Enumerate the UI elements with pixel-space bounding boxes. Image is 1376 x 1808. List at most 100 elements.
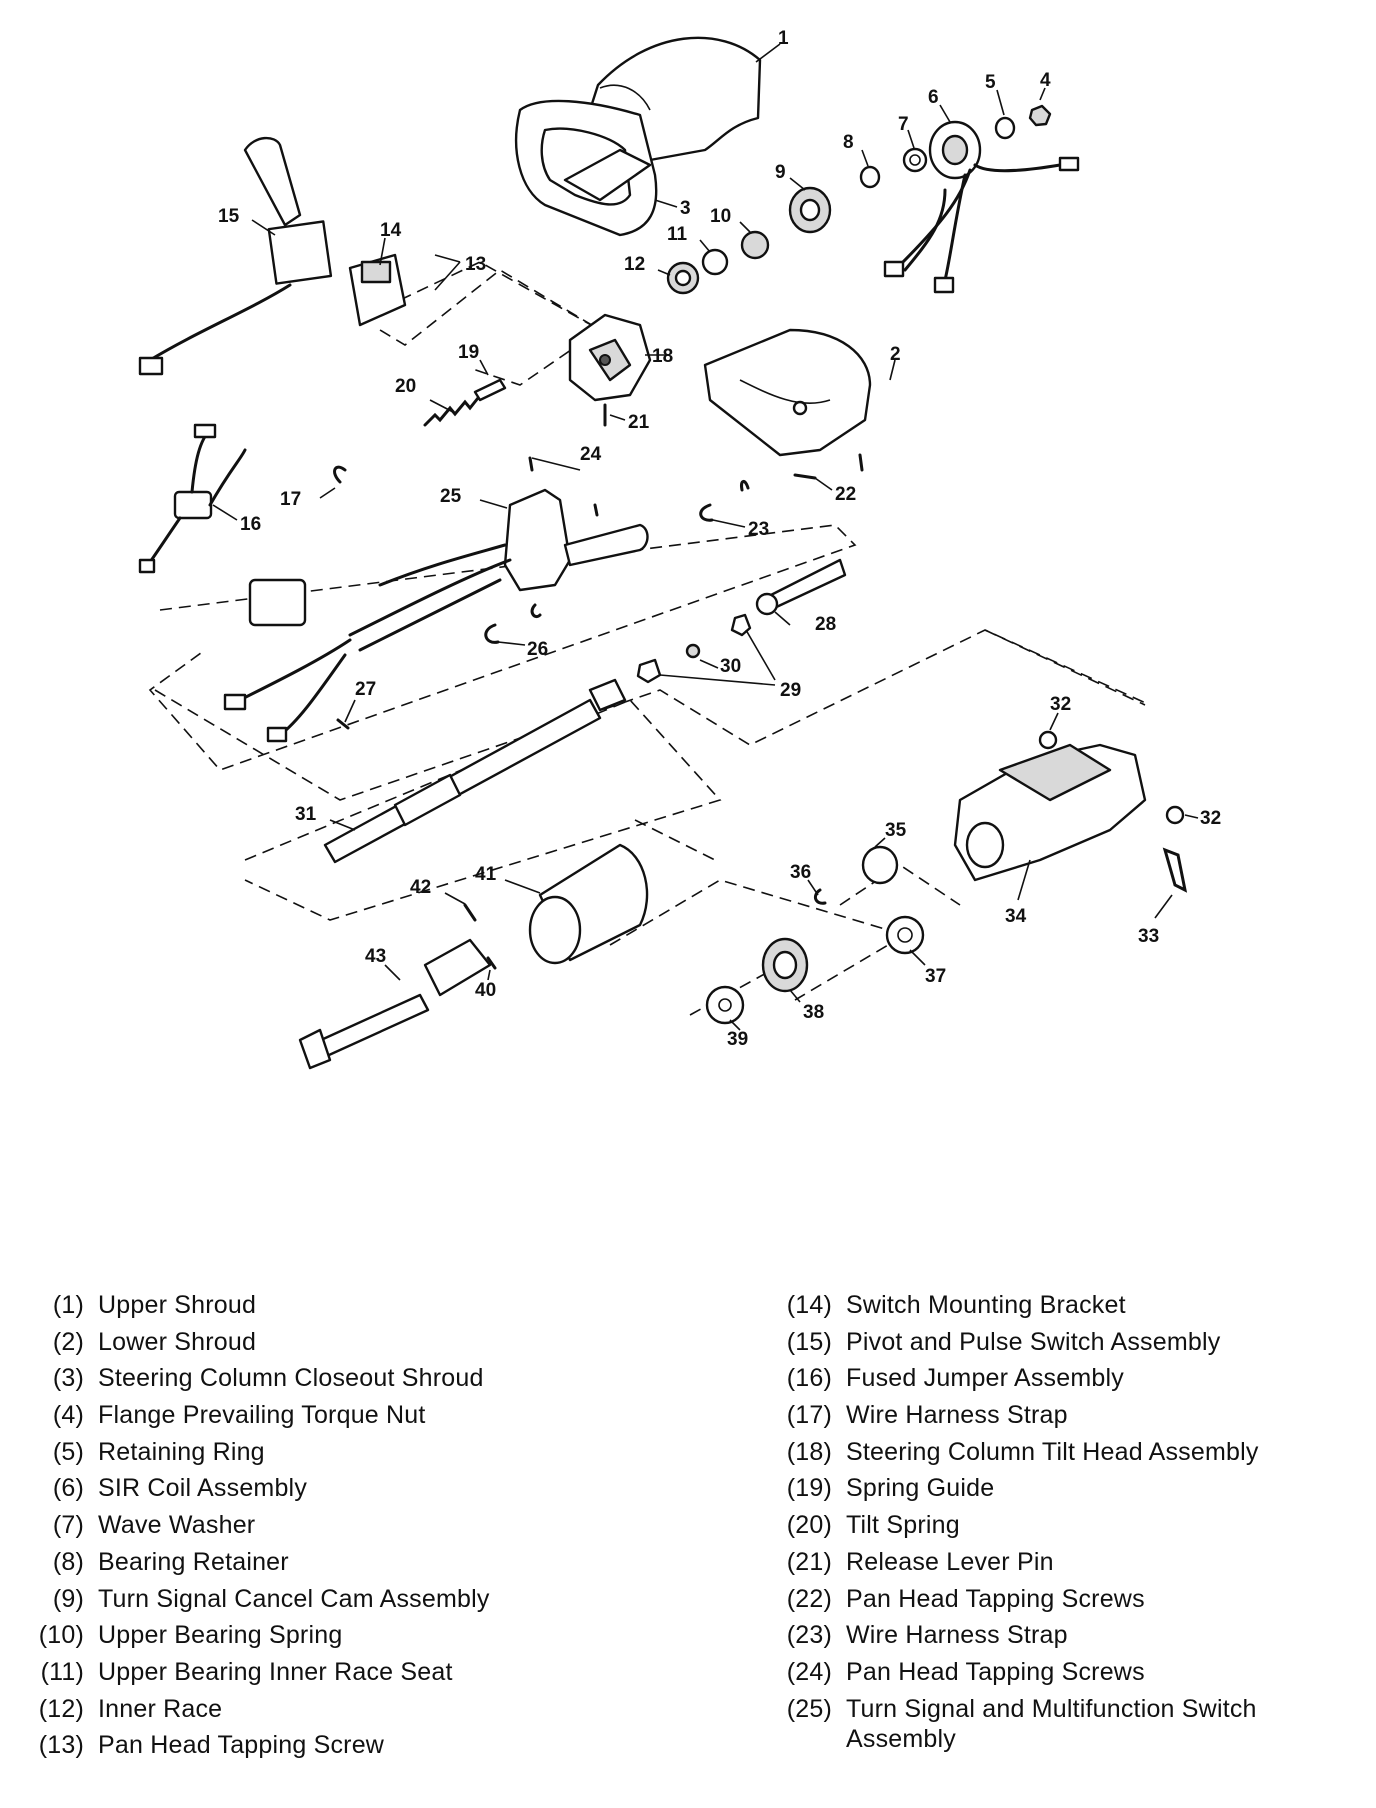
callout-14: 14 bbox=[380, 220, 402, 241]
callout-2: 2 bbox=[890, 344, 901, 365]
legend-description: SIR Coil Assembly bbox=[98, 1474, 308, 1503]
legend-description: Upper Shroud bbox=[98, 1291, 257, 1319]
callout-6: 6 bbox=[928, 87, 939, 108]
legend-number: (15) bbox=[786, 1327, 832, 1356]
part-wire-harness-strap-26 bbox=[484, 603, 542, 644]
part-item-39 bbox=[705, 985, 745, 1025]
callout-30: 30 bbox=[720, 656, 741, 677]
part-item-28 bbox=[755, 558, 847, 616]
legend-description: Wire Harness Strap bbox=[846, 1621, 1068, 1650]
callout-39: 39 bbox=[727, 1029, 748, 1050]
legend-description: Fused Jumper Assembly bbox=[846, 1364, 1124, 1393]
callout-36: 36 bbox=[790, 862, 811, 883]
callout-17: 17 bbox=[280, 489, 301, 510]
legend-number: (3) bbox=[52, 1364, 84, 1393]
part-retaining-ring bbox=[994, 116, 1016, 140]
part-switch-bracket bbox=[348, 253, 407, 327]
legend-number: (16) bbox=[786, 1364, 832, 1393]
legend-number: (1) bbox=[52, 1291, 84, 1319]
callout-24: 24 bbox=[580, 444, 602, 465]
part-item-42 bbox=[463, 903, 477, 922]
part-inner-race bbox=[666, 261, 700, 295]
legend-description: Flange Prevailing Torque Nut bbox=[98, 1401, 426, 1430]
callout-34: 34 bbox=[1005, 906, 1027, 927]
dashed-group-lines bbox=[148, 261, 1151, 1016]
part-wire-harness-strap-23 bbox=[699, 480, 750, 522]
legend-item: (13)Pan Head Tapping Screw bbox=[10, 1730, 710, 1767]
legend-description: Retaining Ring bbox=[98, 1437, 265, 1466]
legend-item: (9)Turn Signal Cancel Cam Assembly bbox=[10, 1584, 710, 1621]
part-inner-race-seat bbox=[701, 248, 729, 276]
callout-5: 5 bbox=[985, 72, 996, 93]
part-item-33 bbox=[1162, 847, 1188, 893]
part-item-43 bbox=[298, 938, 492, 1070]
legend-item: (4) Flange Prevailing Torque Nut bbox=[10, 1400, 710, 1437]
legend-item: (7) Wave Washer bbox=[10, 1510, 710, 1547]
part-item-41 bbox=[528, 843, 649, 965]
callout-9: 9 bbox=[775, 162, 786, 183]
legend-number: (22) bbox=[786, 1584, 832, 1613]
legend-description: Pan Head Tapping Screws bbox=[846, 1584, 1145, 1613]
part-item-29 bbox=[636, 613, 752, 684]
legend-item: (5)Retaining Ring bbox=[10, 1437, 710, 1474]
legend-description: Pivot and Pulse Switch Assembly bbox=[846, 1327, 1221, 1356]
part-bushing-32a bbox=[1038, 730, 1058, 750]
legend-number: (24) bbox=[786, 1657, 832, 1686]
legend-number: (14) bbox=[786, 1291, 832, 1319]
part-item-36 bbox=[813, 888, 827, 905]
callout-38: 38 bbox=[803, 1002, 824, 1023]
legend-number: (7) bbox=[52, 1511, 84, 1540]
callout-27: 27 bbox=[355, 679, 376, 700]
legend-description: Wave Washer bbox=[98, 1511, 256, 1540]
callout-26: 26 bbox=[527, 639, 548, 660]
legend-description: Release Lever Pin bbox=[846, 1547, 1054, 1576]
callout-43: 43 bbox=[365, 946, 386, 967]
part-upper-bearing-spring bbox=[740, 230, 770, 260]
legend-item: (14) Switch Mounting Bracket bbox=[760, 1290, 1360, 1327]
legend-number: (11) bbox=[40, 1657, 84, 1686]
legend-number: (10) bbox=[38, 1621, 84, 1650]
callout-12: 12 bbox=[624, 254, 645, 275]
part-item-37 bbox=[885, 915, 925, 955]
legend-item: (19)Spring Guide bbox=[760, 1473, 1360, 1510]
part-bearing-retainer bbox=[859, 165, 881, 189]
legend-number: (21) bbox=[786, 1547, 832, 1576]
callout-32b: 32 bbox=[1200, 808, 1221, 829]
legend-item: (11)Upper Bearing Inner Race Seat bbox=[10, 1657, 710, 1694]
callout-23: 23 bbox=[748, 519, 769, 540]
part-item-38 bbox=[761, 937, 809, 993]
legend-number: (6) bbox=[52, 1474, 84, 1503]
callout-4: 4 bbox=[1040, 70, 1051, 91]
part-tilt-head bbox=[568, 313, 652, 402]
legend-number: (25) bbox=[786, 1694, 832, 1723]
part-column-housing bbox=[953, 743, 1147, 882]
callout-10: 10 bbox=[710, 206, 731, 227]
legend-item: (23) Wire Harness Strap bbox=[760, 1620, 1360, 1657]
callout-13: 13 bbox=[465, 254, 486, 275]
legend-item: (25)Turn Signal and Multifunction Switch… bbox=[760, 1694, 1360, 1764]
part-closeout-shroud bbox=[514, 99, 658, 237]
callout-29: 29 bbox=[780, 680, 801, 701]
legend-description: Switch Mounting Bracket bbox=[846, 1291, 1126, 1319]
legend-description: Wire Harness Strap bbox=[846, 1401, 1068, 1430]
callout-31: 31 bbox=[295, 804, 317, 825]
legend-item: (18)Steering Column Tilt Head Assembly bbox=[760, 1437, 1360, 1474]
legend-item: (6) SIR Coil Assembly bbox=[10, 1473, 710, 1510]
callout-18: 18 bbox=[652, 346, 673, 367]
legend-number: (23) bbox=[786, 1621, 832, 1650]
callout-1: 1 bbox=[778, 28, 789, 49]
legend-description: Turn Signal Cancel Cam Assembly bbox=[98, 1584, 490, 1613]
part-item-35 bbox=[861, 845, 899, 885]
legend-description: Upper Bearing Spring bbox=[98, 1621, 343, 1650]
part-wave-washer bbox=[902, 147, 928, 173]
legend-item: (17)Wire Harness Strap bbox=[760, 1400, 1360, 1437]
legend-item: (2)Lower Shroud bbox=[10, 1327, 710, 1364]
legend-number: (4) bbox=[52, 1401, 84, 1430]
legend-number: (8) bbox=[52, 1547, 84, 1576]
callout-41: 41 bbox=[475, 864, 497, 885]
legend-item: (8)Bearing Retainer bbox=[10, 1547, 710, 1584]
callout-11: 11 bbox=[667, 224, 688, 245]
callout-28: 28 bbox=[815, 614, 836, 635]
legend-number: (20) bbox=[786, 1511, 832, 1540]
legend-description: Tilt Spring bbox=[846, 1511, 960, 1540]
